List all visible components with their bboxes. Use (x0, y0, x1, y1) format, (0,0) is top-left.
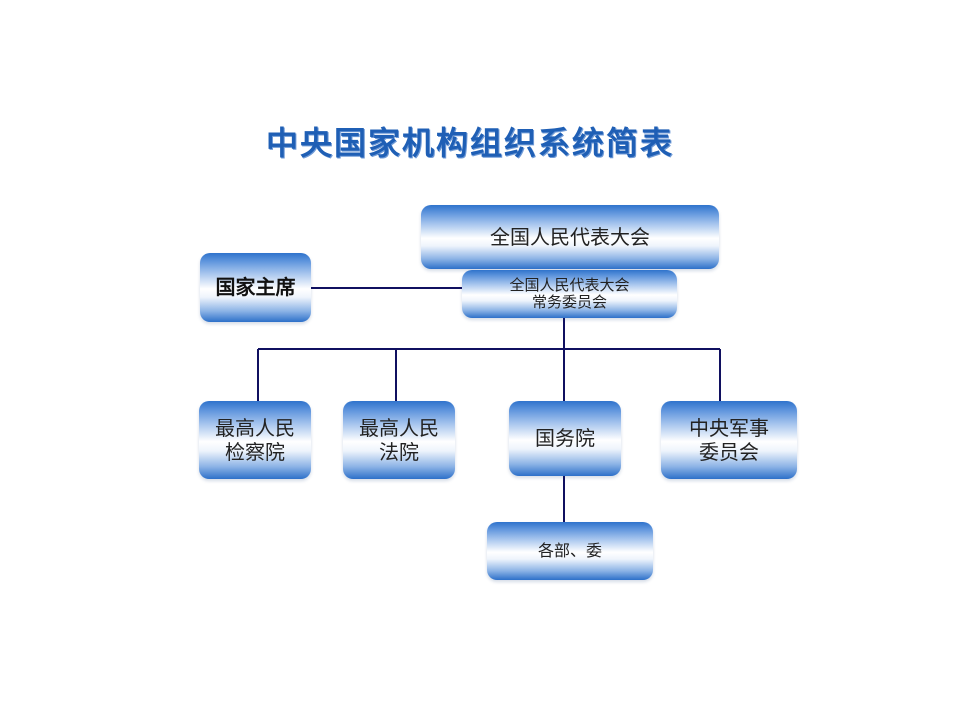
node-npc-standing-committee: 全国人民代表大会 常务委员会 (462, 270, 677, 318)
node-president: 国家主席 (200, 253, 311, 322)
node-military-commission: 中央军事 委员会 (661, 401, 797, 479)
node-state-council: 国务院 (509, 401, 621, 476)
node-court: 最高人民 法院 (343, 401, 455, 479)
node-procuratorate: 最高人民 检察院 (199, 401, 311, 479)
node-npc: 全国人民代表大会 (421, 205, 719, 269)
node-ministries: 各部、委 (487, 522, 653, 580)
chart-title: 中央国家机构组织系统简表 (265, 124, 674, 162)
